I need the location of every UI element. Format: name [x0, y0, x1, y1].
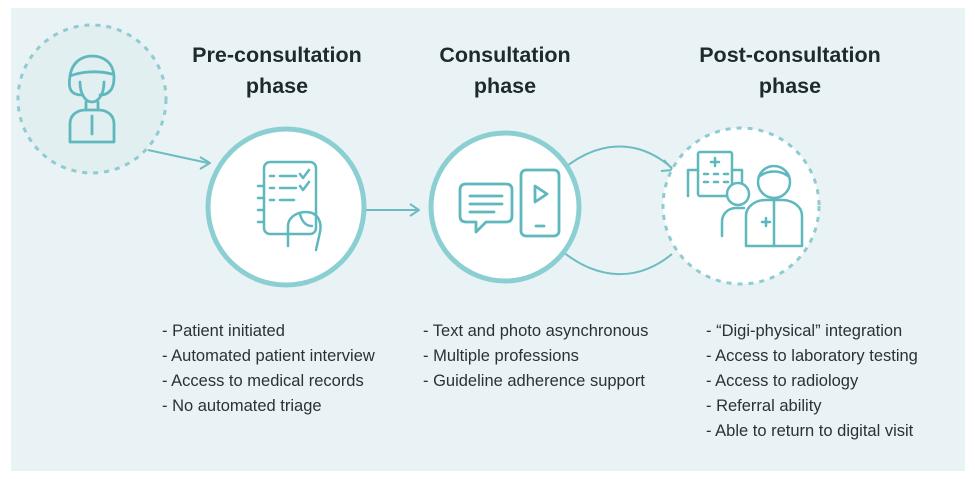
consultation-title-line2: phase	[473, 74, 537, 98]
patient-icon	[67, 54, 116, 144]
list-item: - Access to radiology	[706, 372, 859, 390]
consultation-title: Consultation phase	[405, 40, 605, 102]
list-item: - Text and photo asynchronous	[423, 322, 649, 340]
post-consultation-title-line2: phase	[758, 74, 822, 98]
consultation-features: - Text and photo asynchronous - Multiple…	[423, 319, 648, 394]
list-item: - “Digi-physical” integration	[706, 322, 903, 340]
list-item: - Able to return to digital visit	[706, 422, 914, 440]
post-consultation-title-line1: Post-consultation	[699, 43, 881, 67]
patient-node	[16, 23, 168, 175]
list-item: - Patient initiated	[162, 322, 285, 340]
pre-consultation-title-line2: phase	[245, 74, 309, 98]
consultation-title-line1: Consultation	[439, 43, 571, 67]
chat-bubble-and-video-phone-icon	[458, 168, 561, 238]
flow-arrows	[147, 145, 674, 275]
checklist-clipboard-hand-icon	[256, 160, 322, 252]
post-consultation-node	[661, 126, 821, 286]
list-item: - Access to laboratory testing	[706, 347, 918, 365]
list-item: - Multiple professions	[423, 347, 579, 365]
list-item: - No automated triage	[162, 397, 322, 415]
list-item: - Automated patient interview	[162, 347, 375, 365]
list-item: - Guideline adherence support	[423, 372, 645, 390]
arrow-patient-to-pre	[147, 149, 209, 164]
post-consultation-features: - “Digi-physical” integration - Access t…	[706, 319, 918, 444]
post-consultation-title: Post-consultation phase	[670, 40, 910, 102]
pre-consultation-title-line1: Pre-consultation	[192, 43, 362, 67]
pre-consultation-node	[205, 126, 367, 288]
hospital-and-clinicians-icon	[686, 150, 804, 248]
list-item: - Access to medical records	[162, 372, 364, 390]
pre-consultation-title: Pre-consultation phase	[158, 40, 396, 102]
arrow-consult-to-post	[554, 145, 673, 177]
list-item: - Referral ability	[706, 397, 822, 415]
arrow-post-to-consult	[555, 245, 673, 275]
consultation-node	[428, 130, 582, 284]
pre-consultation-features: - Patient initiated - Automated patient …	[162, 319, 375, 419]
